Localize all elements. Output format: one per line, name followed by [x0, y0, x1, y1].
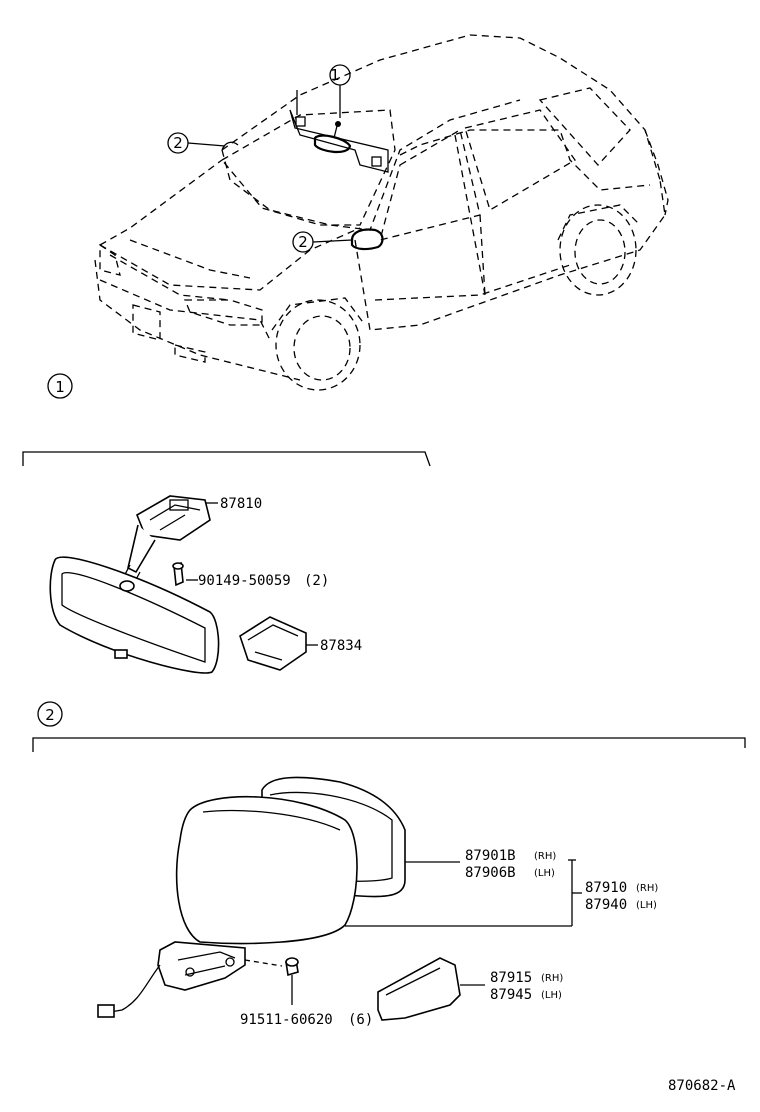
callout-2-label-left: 2 — [173, 134, 183, 152]
part-87915: 87915 — [490, 970, 532, 986]
part-91511-60620: 91511-60620 — [240, 1012, 333, 1028]
diagram-code: 870682-A — [668, 1078, 736, 1094]
vehicle-illustration — [94, 34, 669, 391]
part-90149-50059-qty: (2) — [304, 573, 329, 589]
part-87945-side: (LH) — [541, 990, 562, 1001]
part-87901b-side: (RH) — [534, 851, 556, 862]
section-2-marker — [37, 701, 63, 727]
callout-1-label: 1 — [330, 66, 340, 84]
part-87810: 87810 — [220, 496, 262, 512]
inner-mirror-illustration — [49, 495, 318, 674]
part-87945: 87945 — [490, 987, 532, 1003]
part-87910: 87910 — [585, 880, 627, 896]
part-87834: 87834 — [320, 638, 362, 654]
part-87940: 87940 — [585, 897, 627, 913]
part-87915-side: (RH) — [541, 973, 563, 984]
section-2-bracket-line — [32, 737, 746, 752]
section-1-marker — [47, 373, 73, 399]
part-87910-side: (RH) — [636, 883, 658, 894]
part-87901b: 87901B — [465, 848, 516, 864]
section-1-bracket-line — [22, 451, 431, 467]
part-87906b-side: (LH) — [534, 868, 555, 879]
section-1-label: 1 — [55, 378, 65, 396]
outer-mirror-illustration — [97, 776, 582, 1021]
part-87940-side: (LH) — [636, 900, 657, 911]
part-91511-60620-qty: (6) — [348, 1012, 373, 1028]
section-2-label: 2 — [45, 706, 55, 724]
callout-2-label-right: 2 — [298, 233, 308, 251]
part-87906b: 87906B — [465, 865, 516, 881]
part-90149-50059: 90149-50059 — [198, 573, 291, 589]
